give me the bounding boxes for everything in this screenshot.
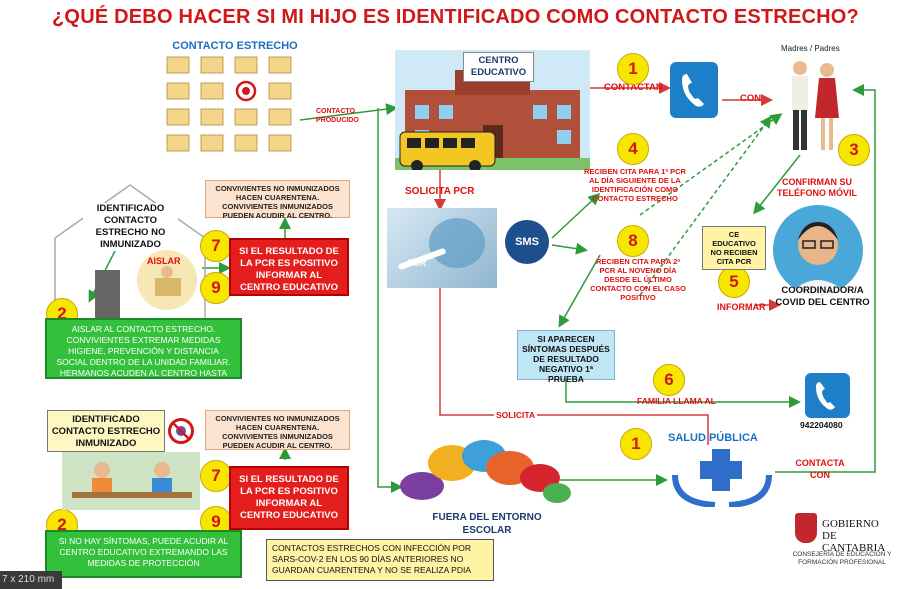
solicita-label: SOLICITA (494, 410, 538, 420)
sms-icon: SMS (505, 220, 549, 264)
convivientes-box: CONVIVIENTES NO INMUNIZADOS HACEN CUAREN… (205, 180, 350, 220)
centro-educativo-label: CENTRO EDUCATIVO (463, 52, 534, 82)
gobierno-label: GOBIERNO DE CANTABRIA (822, 518, 886, 554)
classroom-illustration (62, 452, 200, 510)
students-grid-illustration (165, 55, 300, 155)
aislar-label: AISLAR (147, 256, 181, 266)
reciben-cita-2: RECIBEN CITA PARA 2ª PCR AL NOVENO DÍA D… (590, 257, 686, 302)
step-7-circle: 7 (200, 230, 232, 262)
confirman-label: CONFIRMAN SU TELÉFONO MÓVIL (777, 177, 857, 198)
step-1b-circle: 1 (620, 428, 652, 460)
health-cross-icon (667, 447, 777, 508)
coordinador-label: COORDINADOR/A COVID DEL CENTRO (775, 285, 870, 308)
solicita-pcr-label: SOLICITA PCR (405, 186, 475, 197)
step-8-circle: 8 (617, 225, 649, 257)
pcr-positivo-box-2: SI EL RESULTADO DE LA PCR ES POSITIVO IN… (229, 466, 349, 530)
isolated-child-illustration (137, 250, 197, 310)
familia-llama-label: FAMILIA LLAMA AL (637, 396, 716, 406)
step-6-circle: 6 (653, 364, 685, 396)
step-5-circle: 5 (718, 266, 750, 298)
reciben-cita-1: RECIBEN CITA PARA 1ª PCR AL DÍA SIGUIENT… (584, 167, 686, 203)
coordinador-avatar (773, 205, 863, 295)
consejeria-label: CONSEJERÍA DE EDUCACIÓN Y FORMACIÓN PROF… (792, 551, 892, 566)
step-3-circle: 3 (838, 134, 870, 166)
ce-no-reciben-box: CE EDUCATIVO NO RECIBEN CITA PCR (702, 226, 766, 270)
no-virus-icon (168, 418, 194, 444)
contacta-con-label: CONTACTA CON (795, 458, 845, 480)
step-4-circle: 4 (617, 133, 649, 165)
phone-icon-2 (805, 373, 850, 418)
page-title: ¿QUÉ DEBO HACER SI MI HIJO ES IDENTIFICA… (52, 6, 859, 28)
door-illustration (95, 270, 120, 318)
informar-label: INFORMAR (717, 302, 766, 312)
phone-number: 942204080 (800, 420, 843, 430)
salud-publica-label: SALUD PÚBLICA (668, 432, 758, 444)
convivientes-box-2: CONVIVIENTES NO INMUNIZADOS HACEN CUAREN… (205, 410, 350, 450)
step-1-circle: 1 (617, 53, 649, 85)
pcr-test-illustration: PCR (387, 208, 497, 288)
sintomas-box: SI APARECEN SÍNTOMAS DESPUÉS DE RESULTAD… (517, 330, 615, 384)
madres-padres-label: Madres / Padres (781, 44, 840, 53)
id-inmunizado-box: IDENTIFICADO CONTACTO ESTRECHO INMUNIZAD… (47, 410, 165, 452)
size-label: 7 x 210 mm (0, 571, 62, 589)
phone-icon (670, 62, 718, 118)
contactan-label: CONTACTAN (604, 82, 663, 93)
aislar-green-box: AISLAR AL CONTACTO ESTRECHO. CONVIVIENTE… (45, 318, 242, 389)
step-7b-circle: 7 (200, 460, 232, 492)
pcr-positivo-box: SI EL RESULTADO DE LA PCR ES POSITIVO IN… (229, 238, 349, 296)
fuera-entorno-label: FUERA DEL ENTORNO ESCOLAR (432, 512, 542, 536)
contacto-estrecho-label: CONTACTO ESTRECHO (172, 40, 298, 52)
step-9-circle: 9 (200, 272, 232, 304)
parents-illustration (785, 58, 845, 158)
pcr-text: PCR (407, 258, 427, 268)
infeccion-note: CONTACTOS ESTRECHOS CON INFECCIÓN POR SA… (266, 539, 494, 581)
speech-bubbles-illustration (392, 438, 572, 508)
contacto-producido-label: CONTACTO PRODUCIDO (316, 108, 359, 124)
no-sintomas-green-box: SI NO HAY SÍNTOMAS, PUEDE ACUDIR AL CENT… (45, 530, 242, 578)
con-label: CON (740, 93, 762, 104)
id-no-inmunizado-label: IDENTIFICADO CONTACTO ESTRECHO NO INMUNI… (83, 203, 178, 251)
cantabria-coat-of-arms-icon (795, 513, 817, 543)
